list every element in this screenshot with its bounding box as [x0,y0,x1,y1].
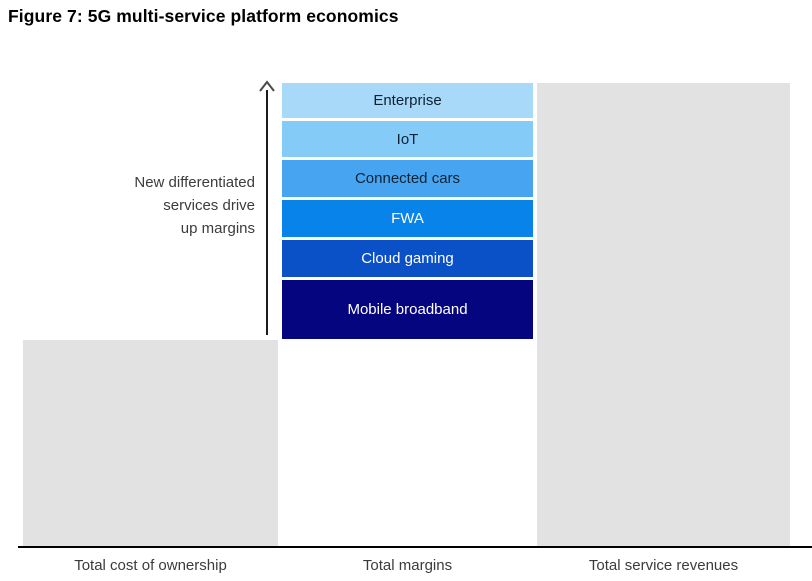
x-axis-line [18,546,812,548]
segment-mobile-broadband: Mobile broadband [282,280,533,339]
segment-fwa-label: FWA [391,210,424,227]
segment-cloud-gaming-label: Cloud gaming [361,250,454,267]
segment-connected-cars: Connected cars [282,160,533,197]
segment-iot-label: IoT [396,130,419,148]
segment-connected-cars-label: Connected cars [354,170,461,187]
bar-total-cost-of-ownership [23,340,278,546]
bar-total-service-revenues [537,83,790,546]
axis-label-total-margins: Total margins [362,557,453,574]
up-arrow-icon [259,80,275,92]
margin-annotation: New differentiated services drive up mar… [134,174,255,237]
axis-label-total-cost-of-ownership: Total cost of ownership [74,557,227,574]
segment-fwa: FWA [282,200,533,237]
bar-total-margins-stack: Enterprise IoT Connected cars FWA Cloud … [282,83,533,339]
axis-label-total-service-revenues: Total service revenues [588,557,739,574]
figure-title: Figure 7: 5G multi-service platform econ… [8,6,399,26]
segment-cloud-gaming: Cloud gaming [282,240,533,277]
segment-enterprise: Enterprise [282,83,533,118]
segment-iot: IoT [282,121,533,157]
up-arrow-shaft [266,90,268,335]
segment-enterprise-label: Enterprise [373,92,442,109]
segment-mobile-broadband-label: Mobile broadband [347,301,468,318]
